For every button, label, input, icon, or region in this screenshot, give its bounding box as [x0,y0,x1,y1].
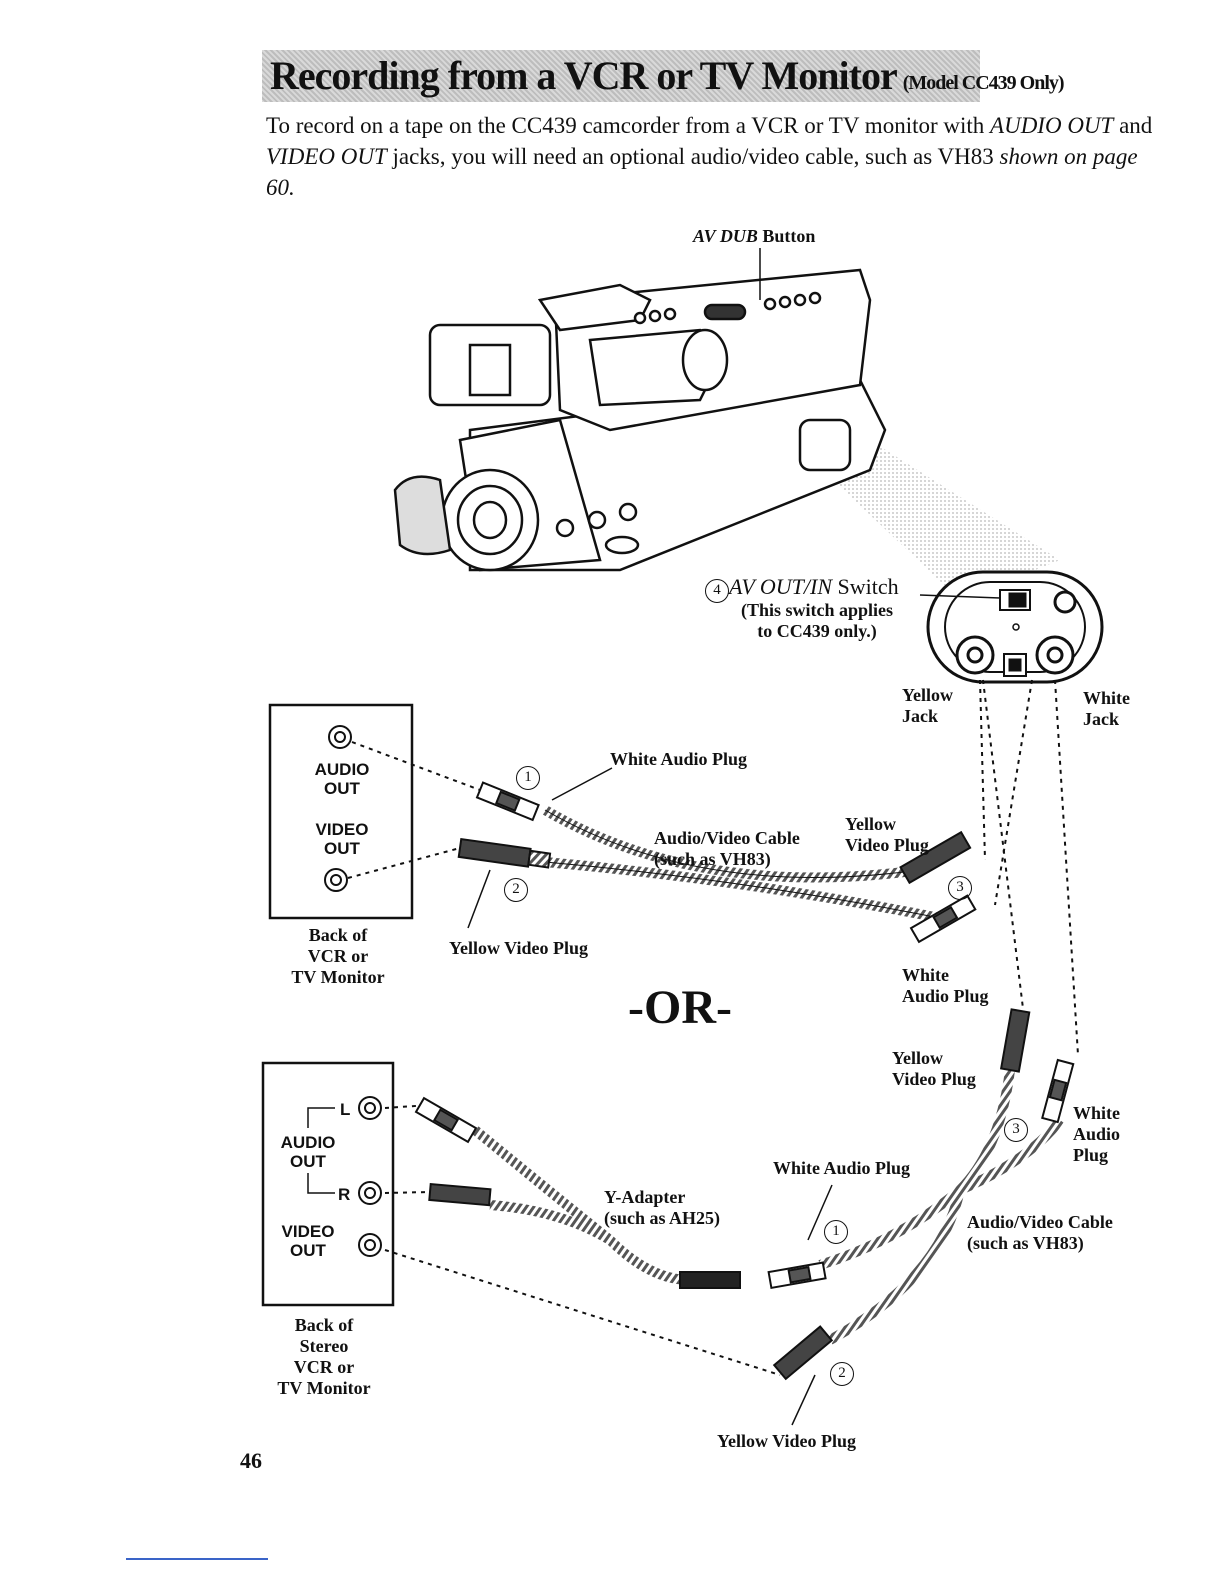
page-number: 46 [240,1448,262,1473]
y-adapter-label: Y-Adapter(such as AH25) [604,1187,721,1228]
bottom-step-2-marker: 2 [830,1362,854,1386]
leader-bottom-yellow-video-plug [791,1374,816,1426]
bottom-step-3-marker: 3 [1004,1118,1028,1142]
top-step-1-marker: 1 [516,766,540,790]
footer-rule [126,1558,268,1560]
top-yellow-video-plug-label: Yellow Video Plug [449,938,589,958]
top-av-cable-label: Audio/Video Cable(such as VH83) [654,828,800,869]
top-dashed-lines [347,679,1079,1056]
top-box-jacks [324,725,352,892]
bottom-yellow-video-plug-bottom-label: Yellow Video Plug [717,1431,857,1451]
bottom-r-label: R [338,1185,351,1204]
bottom-l-label: L [340,1100,351,1119]
top-plugs [457,781,977,944]
bottom-dashed-lines [384,1104,781,1376]
bottom-plugs [414,1008,1075,1381]
video-out-term: VIDEO OUT [266,144,387,169]
header-band [262,50,980,102]
jack-panel-zoom [926,570,1104,684]
bottom-step-1-marker: 1 [824,1220,848,1244]
page-reference: shown on page 60. [266,144,1138,200]
camcorder-illustration [393,248,887,572]
top-step-2-marker: 2 [504,878,528,902]
leader-yellow-video-plug [467,869,491,929]
jack-zoom-beam [812,440,1060,600]
top-step-3-marker: 3 [948,876,972,900]
or-separator: -OR- [628,981,732,1034]
page-subtitle: (Model CC439 Only) [902,72,1065,94]
leader-white-audio-plug [551,767,613,801]
av-dub-button-row [633,291,822,325]
bottom-white-audio-plug-label: White Audio Plug [773,1158,911,1178]
page-title: Recording from a VCR or TV Monitor(Model… [270,53,1065,98]
bottom-box-jacks [358,1096,382,1257]
bottom-av-cable-label: Audio/Video Cable(such as VH83) [967,1212,1113,1253]
intro-paragraph: To record on a tape on the CC439 camcord… [266,113,1153,200]
bottom-cables [471,1069,1064,1345]
top-av-cable [542,805,951,925]
av-dub-button-label: AV DUB Button [693,226,816,246]
top-white-audio-plug-label: White Audio Plug [610,749,748,769]
leader-bottom-white-audio-plug [807,1184,833,1241]
audio-out-term: AUDIO OUT [990,113,1114,138]
